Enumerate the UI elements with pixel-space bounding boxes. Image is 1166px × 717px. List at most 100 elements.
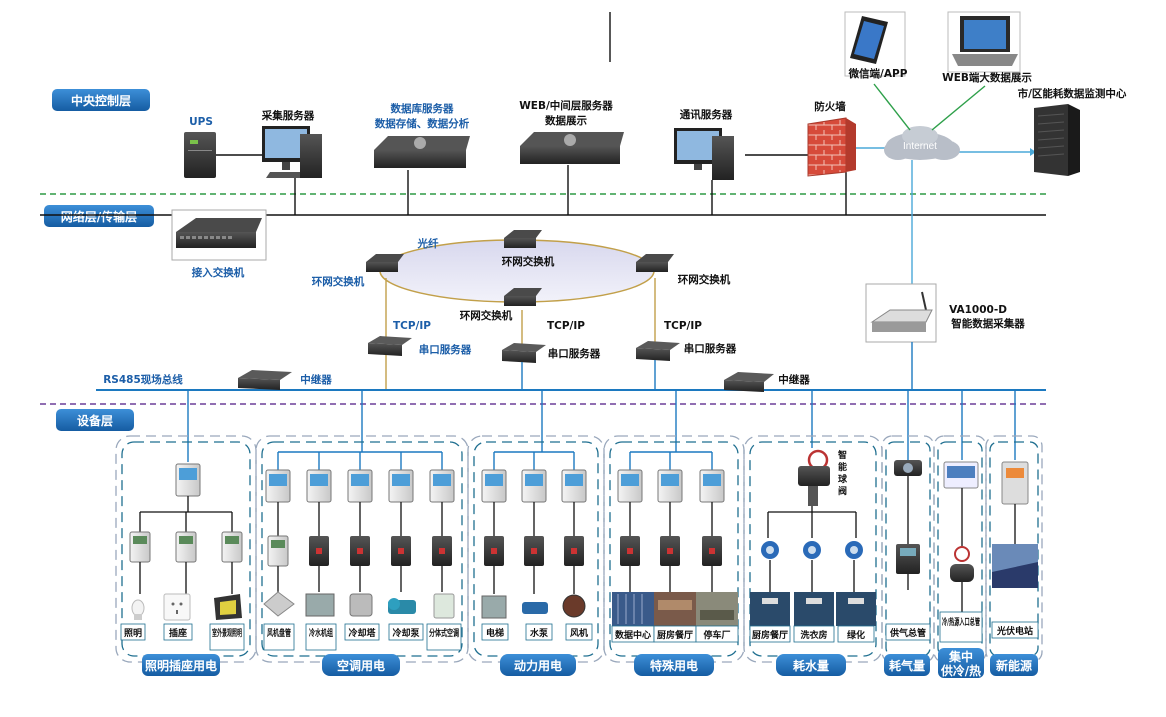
laptop-device: WEB端大数据展示 <box>942 11 1032 84</box>
lighting-item-1: 照明 <box>124 628 142 639</box>
heat-valve <box>950 546 974 582</box>
db-server-label-1: 数据库服务器 <box>390 102 454 115</box>
valve-label-2: 能 <box>838 461 847 473</box>
heat-item-1: 冷/热源入口总管 <box>942 616 980 628</box>
lighting-title: 照明插座用电 <box>145 658 217 673</box>
access-switch: 接入交换机 <box>171 209 267 279</box>
special-item-3: 停车厂 <box>703 629 730 641</box>
water-item-1: 厨房餐厅 <box>752 629 788 641</box>
heat-title-2: 供冷/热 <box>940 663 981 678</box>
hvac-item-5: 分体式空调 <box>429 627 459 639</box>
collect-server: 采集服务器 <box>261 109 322 178</box>
inverter-cabinet <box>1001 461 1029 505</box>
web-link <box>931 85 986 131</box>
repeater-1: 中继器 <box>238 370 332 390</box>
group-gas: 供气总管 <box>885 460 931 641</box>
water-tap-photos <box>750 592 876 626</box>
hvac-item-2: 冷水机组 <box>309 627 333 639</box>
group-newenergy: 光伏电站 <box>991 461 1039 639</box>
hvac-item-4: 冷却泵 <box>392 627 420 639</box>
group-frame-heat <box>933 435 987 663</box>
power-breakers <box>484 536 584 566</box>
serial-server-1: 串口服务器 <box>368 336 472 356</box>
ring-switch-top: 环网交换机 <box>502 230 555 268</box>
serial-server-1-label: 串口服务器 <box>419 343 472 356</box>
group-hvac: 风机盘管 冷水机组 冷却塔 冷却泵 分体式空调 <box>263 451 462 651</box>
city-center-server: 市/区能耗数据监测中心 <box>1018 87 1127 176</box>
gas-meter-top <box>894 460 922 476</box>
serial-server-3-label: 串口服务器 <box>684 342 737 355</box>
layer-pill-central: 中央控制层 <box>52 89 150 111</box>
hvac-breakers <box>267 535 452 567</box>
gas-item-1: 供气总管 <box>889 627 926 639</box>
solar-panel-photo <box>992 544 1038 588</box>
internet-cloud: Internet <box>856 126 1036 315</box>
comm-server: 通讯服务器 <box>674 108 734 180</box>
layer-network-label: 网络层/传输层 <box>61 209 137 224</box>
group-title-hvac: 空调用电 <box>322 654 400 676</box>
group-title-newenergy: 新能源 <box>990 654 1038 676</box>
repeater-1-label: 中继器 <box>300 373 332 386</box>
city-center-label: 市/区能耗数据监测中心 <box>1018 87 1127 100</box>
repeater-2: 中继器 <box>724 372 810 392</box>
water-title: 耗水量 <box>793 658 829 673</box>
ups-device: UPS <box>184 116 216 178</box>
ups-label: UPS <box>189 116 213 128</box>
layer-device-label: 设备层 <box>77 413 113 428</box>
firewall: 防火墙 <box>807 100 856 177</box>
internet-label: Internet <box>903 141 937 152</box>
hvac-meters <box>265 469 455 503</box>
va1000-label-2: 智能数据采集器 <box>950 317 1025 330</box>
cooling-pump-icon <box>388 598 416 614</box>
tcpip-label-1: TCP/IP <box>393 320 431 332</box>
valve-label-4: 阀 <box>838 485 847 497</box>
valve-label-3: 球 <box>838 473 848 485</box>
power-item-3: 风机 <box>570 627 588 639</box>
group-lighting: 照明 插座 室外景观照明 <box>120 463 245 651</box>
group-title-water: 耗水量 <box>776 654 846 676</box>
fiber-label: 光纤 <box>417 237 439 250</box>
lighting-top-meter <box>175 463 201 497</box>
water-item-2: 洗衣房 <box>800 629 827 641</box>
collect-server-label: 采集服务器 <box>261 109 315 122</box>
access-switch-label: 接入交换机 <box>192 266 245 279</box>
gas-title: 耗气量 <box>889 658 925 673</box>
tcpip-label-2: TCP/IP <box>547 320 585 332</box>
smart-ball-valve <box>798 449 830 506</box>
special-breakers <box>620 536 722 566</box>
cooling-tower-icon <box>349 593 373 617</box>
layer-pill-network: 网络层/传输层 <box>44 205 154 227</box>
serial-server-3: 串口服务器 <box>636 341 737 361</box>
water-pump-icon <box>522 602 548 614</box>
group-water: 智 能 球 阀 厨房餐厅 洗衣房 绿化 <box>749 449 876 643</box>
wechat-app-label: 微信端/APP <box>848 67 908 80</box>
special-meters <box>617 469 725 503</box>
tcpip-label-3: TCP/IP <box>664 320 702 332</box>
chiller-icon <box>305 593 335 617</box>
web-server-label-2: 数据展示 <box>544 114 587 127</box>
special-title: 特殊用电 <box>650 658 698 673</box>
fan-coil-icon <box>263 591 295 617</box>
layer-central-label: 中央控制层 <box>71 93 131 108</box>
va1000-label-1: VA1000-D <box>949 304 1007 316</box>
group-title-lighting: 照明插座用电 <box>142 654 220 676</box>
ring-switch-top-label: 环网交换机 <box>502 255 555 268</box>
group-power: 电梯 水泵 风机 <box>481 451 593 641</box>
fan-icon <box>562 594 586 618</box>
data-center-photo <box>612 592 654 626</box>
elevator-icon <box>481 595 507 619</box>
layer-pill-device: 设备层 <box>56 409 134 431</box>
group-title-heat: 集中 供冷/热 <box>938 648 984 678</box>
outdoor-light-icon <box>214 594 242 620</box>
lighting-item-2: 插座 <box>169 627 187 639</box>
newenergy-item-1: 光伏电站 <box>996 625 1033 637</box>
group-title-gas: 耗气量 <box>884 654 930 676</box>
web-server-label-1: WEB/中间层服务器 <box>519 99 613 112</box>
ring-switch-left-label: 环网交换机 <box>312 275 365 288</box>
parking-photo <box>696 592 738 626</box>
serial-server-2-label: 串口服务器 <box>548 347 601 360</box>
wechat-link <box>873 83 911 131</box>
light-bulb-icon <box>131 599 145 620</box>
database-server: 数据库服务器 数据存储、数据分析 <box>374 102 470 168</box>
